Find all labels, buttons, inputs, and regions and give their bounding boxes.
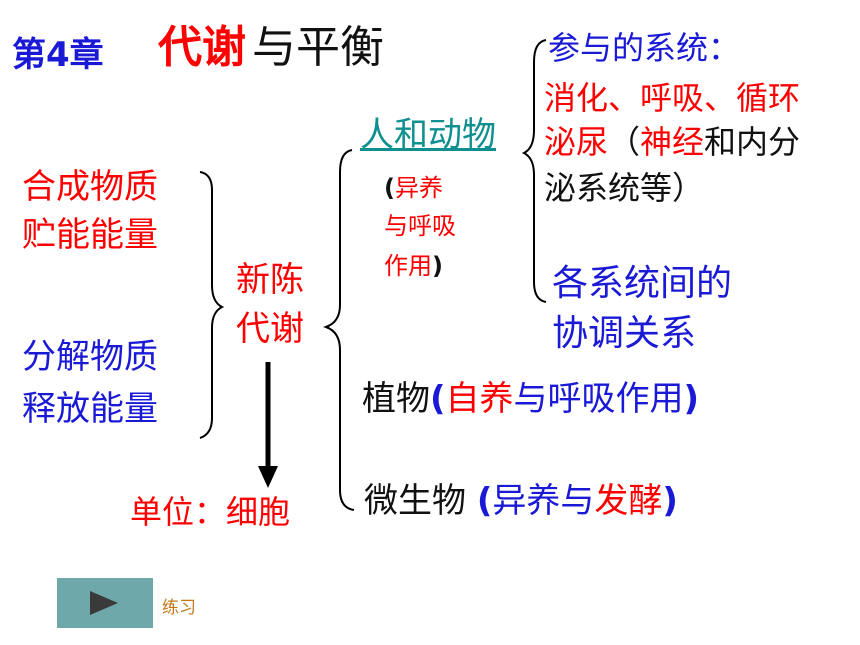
play-triangle-icon — [90, 591, 118, 615]
coordination-line1: 各系统间的 — [552, 263, 733, 304]
animals-note-line2: 与呼吸 — [384, 212, 456, 240]
synthesis-line2: 贮能能量 — [22, 215, 158, 255]
synthesis-line1: 合成物质 — [22, 167, 158, 207]
metabolism-line2: 代谢 — [236, 309, 304, 349]
coordination-line2: 协调关系 — [552, 313, 697, 354]
decomposition-line2: 释放能量 — [22, 389, 158, 429]
systems-line2: 泌尿（神经和内分 — [544, 123, 801, 161]
animals-note-line1: (异养 — [384, 174, 443, 202]
animals-note-line3: 作用) — [384, 252, 443, 280]
plants-line: 植物(自养与呼吸作用) — [362, 379, 700, 419]
chapter-label: 第4章 — [12, 35, 104, 75]
metabolism-line1: 新陈 — [236, 260, 304, 300]
microbes-line: 微生物 (异养与发酵) — [364, 481, 678, 521]
decomposition-line1: 分解物质 — [22, 337, 158, 377]
systems-heading: 参与的系统： — [548, 29, 741, 67]
animals-link[interactable]: 人和动物 — [360, 115, 496, 155]
systems-line3: 泌系统等） — [544, 169, 705, 207]
exercise-link[interactable]: 练习 — [162, 598, 196, 618]
title-topic-black: 与平衡 — [252, 22, 384, 73]
systems-line1: 消化、呼吸、循环 — [544, 79, 801, 117]
title-topic-red: 代谢 — [158, 22, 246, 73]
play-button[interactable] — [57, 578, 153, 628]
unit-label: 单位：细胞 — [130, 493, 291, 531]
